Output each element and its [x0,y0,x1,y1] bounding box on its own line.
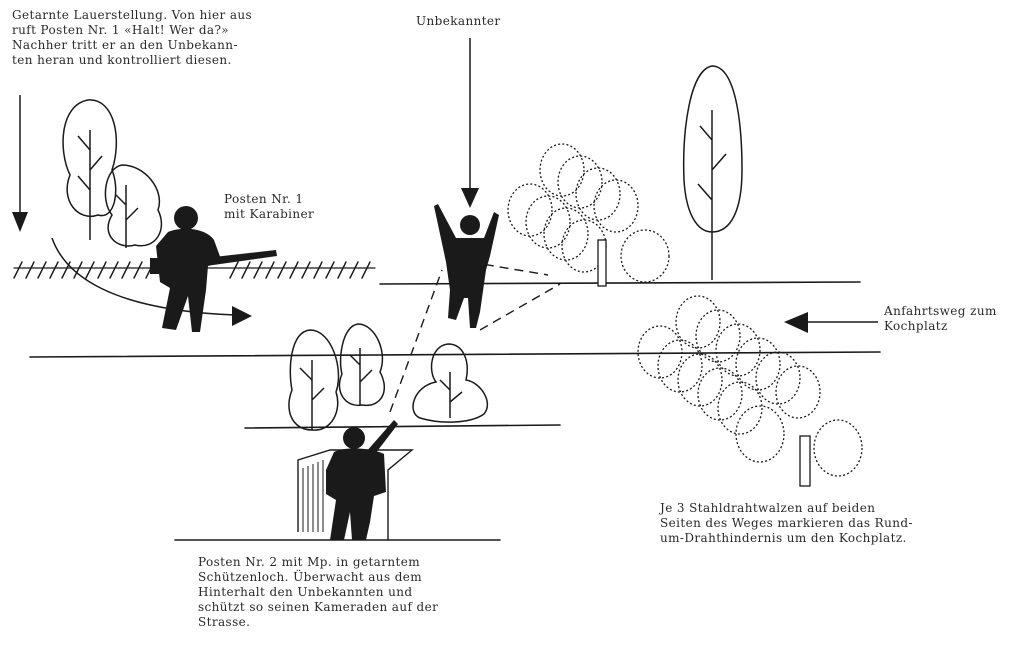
wire-post [800,436,810,486]
tree-icon [413,344,487,422]
arrow-icon [784,312,808,333]
ambush-position-label: Getarnte Lauerstellung. Von hier aus ruf… [12,8,294,68]
road-line [30,352,880,357]
ground-line-trench-top [245,425,560,428]
guard-1-label: Posten Nr. 1 mit Karabiner [224,192,314,222]
tree-icon [684,66,742,280]
arrow-icon [232,306,252,326]
wire-post [598,240,606,286]
soldier-icon [326,420,398,540]
guard-2-label: Posten Nr. 2 mit Mp. in getarntem Schütz… [198,555,480,630]
sight-line [390,270,442,412]
sight-line [480,284,560,330]
arrow-icon [461,188,479,208]
tree-icon [339,324,384,405]
arrow-icon [12,212,28,232]
raised-hands-icon [434,204,499,328]
wire-obstacle-label: Je 3 Stahldrahtwalzen auf beiden Seiten … [660,501,950,546]
tree-icon [289,330,339,430]
barbed-wire-coil-icon [508,144,669,282]
approach-route-label: Anfahrtsweg zum Kochplatz [884,304,997,334]
barbed-wire-coil-icon [638,296,862,476]
stranger-label: Unbekannter [416,14,501,29]
tree-icon [63,100,116,240]
